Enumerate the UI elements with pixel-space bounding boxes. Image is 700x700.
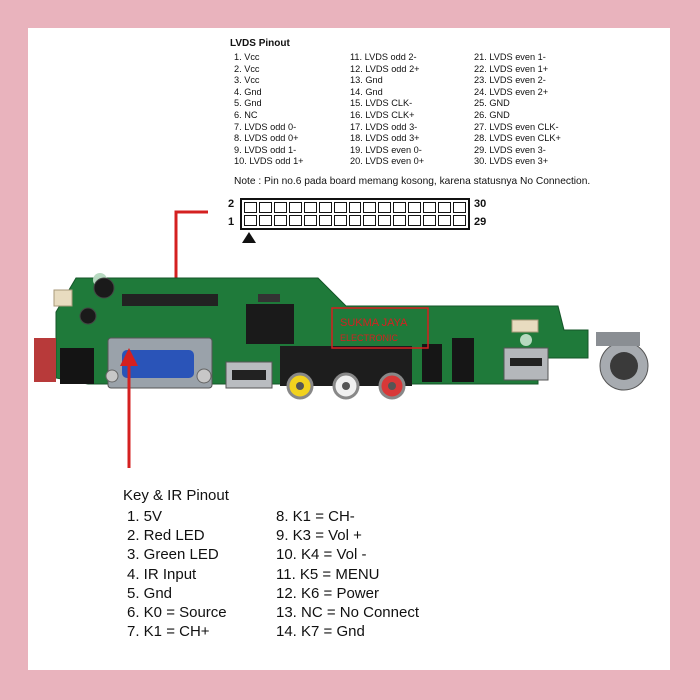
lvds-note: Note : Pin no.6 pada board memang kosong… [234, 176, 591, 187]
controller-board-photo: SUKMA JAYA ELECTRONIC [34, 210, 649, 468]
key-pin: 12. K6 = Power [276, 584, 379, 602]
connector-label-top-right: 30 [474, 198, 487, 210]
lvds-pin: 7. LVDS odd 0- [234, 121, 297, 132]
lvds-pin: 5. Gnd [234, 98, 262, 109]
lvds-pin: 10. LVDS odd 1+ [234, 156, 304, 167]
key-pin: 9. K3 = Vol + [276, 527, 362, 545]
lvds-pin: 22. LVDS even 1+ [474, 63, 549, 74]
key-pin: 10. K4 = Vol - [276, 546, 367, 564]
lvds-title: LVDS Pinout [230, 38, 290, 49]
content-card: LVDS Pinout 1. Vcc 2. Vcc 3. Vcc 4. Gnd … [28, 28, 670, 670]
key-pin: 7. K1 = CH+ [127, 623, 210, 641]
key-pin: 5. Gnd [127, 584, 173, 602]
pin1-marker-icon [242, 232, 256, 243]
lvds-pin: 12. LVDS odd 2+ [350, 63, 420, 74]
connector-label-bottom-left: 1 [228, 216, 235, 228]
key-col-1: 1. 5V 2. Red LED 3. Green LED 4. IR Inpu… [127, 507, 227, 641]
connector-label-bottom-right: 29 [474, 216, 487, 228]
key-pin: 13. NC = No Connect [276, 604, 419, 622]
lvds-pin: 13. Gnd [350, 75, 383, 86]
lvds-pin: 16. LVDS CLK+ [350, 109, 415, 120]
lvds-pin: 29. LVDS even 3- [474, 144, 546, 155]
lvds-pin: 26. GND [474, 109, 510, 120]
key-pin: 2. Red LED [127, 527, 205, 545]
key-pin: 11. K5 = MENU [276, 565, 380, 583]
lvds-pin: 25. GND [474, 98, 510, 109]
lvds-pin: 24. LVDS even 2+ [474, 86, 549, 97]
key-col-2: 8. K1 = CH- 9. K3 = Vol + 10. K4 = Vol -… [276, 507, 419, 641]
key-pin: 8. K1 = CH- [276, 508, 355, 525]
lvds-pin: 19. LVDS even 0- [350, 144, 422, 155]
lvds-pin: 8. LVDS odd 0+ [234, 133, 299, 144]
watermark-line-2: ELECTRONIC [340, 333, 399, 343]
key-pin: 1. 5V [127, 508, 163, 525]
lvds-col-3: 21. LVDS even 1- 22. LVDS even 1+ 23. LV… [474, 52, 561, 168]
lvds-col-2: 11. LVDS odd 2- 12. LVDS odd 2+ 13. Gnd … [350, 52, 424, 168]
lvds-pin: 23. LVDS even 2- [474, 75, 546, 86]
key-pin: 14. K7 = Gnd [276, 623, 365, 641]
watermark-line-1: SUKMA JAYA [340, 317, 408, 329]
key-ir-title: Key & IR Pinout [123, 487, 229, 504]
lvds-pin: 15. LVDS CLK- [350, 98, 413, 109]
connector-label-top-left: 2 [228, 198, 235, 210]
lvds-pin: 27. LVDS even CLK- [474, 121, 559, 132]
lvds-pin: 17. LVDS odd 3- [350, 121, 418, 132]
lvds-pin: 6. NC [234, 109, 258, 120]
key-pin: 4. IR Input [127, 565, 197, 583]
lvds-pin: 20. LVDS even 0+ [350, 156, 425, 167]
lvds-connector-diagram [240, 198, 470, 230]
lvds-pin: 18. LVDS odd 3+ [350, 133, 420, 144]
key-pin: 3. Green LED [127, 546, 219, 564]
lvds-pin: 1. Vcc [234, 52, 260, 62]
key-pin: 6. K0 = Source [127, 604, 227, 622]
lvds-pin: 4. Gnd [234, 86, 262, 97]
lvds-col-1: 1. Vcc 2. Vcc 3. Vcc 4. Gnd 5. Gnd 6. NC… [234, 52, 304, 168]
lvds-pin: 28. LVDS even CLK+ [474, 133, 561, 144]
lvds-pin: 9. LVDS odd 1- [234, 144, 297, 155]
lvds-pin: 3. Vcc [234, 75, 260, 86]
lvds-pin: 21. LVDS even 1- [474, 52, 546, 62]
lvds-pin: 2. Vcc [234, 63, 260, 74]
lvds-pin: 14. Gnd [350, 86, 383, 97]
lvds-pin: 30. LVDS even 3+ [474, 156, 549, 167]
lvds-pin: 11. LVDS odd 2- [350, 52, 417, 62]
